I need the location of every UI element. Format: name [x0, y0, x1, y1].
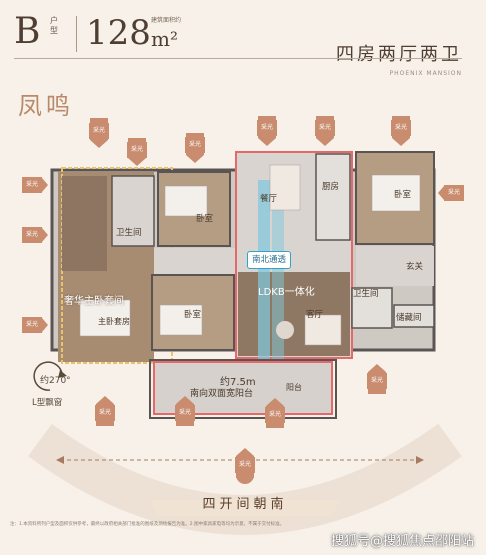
kitchen-floor [315, 153, 351, 241]
room-label-living: 客厅 [306, 310, 324, 320]
area-number: 128 [86, 13, 151, 53]
balcony-wall [149, 359, 337, 419]
direction-label: 采光 [22, 227, 42, 243]
brand-english: PHOENIX MANSION [389, 70, 462, 77]
room-label-right-bedroom: 卧室 [394, 190, 412, 200]
walk-in-closet [62, 176, 107, 271]
header-divider [76, 16, 77, 52]
sofa [304, 314, 342, 346]
room-label-kitchen: 厨房 [322, 182, 340, 192]
balcony-length: 约7.5m [220, 377, 256, 388]
entrance-floor [356, 246, 434, 286]
rotation-arrowhead [58, 370, 67, 378]
coffee-table [276, 321, 294, 339]
footnote: 注：1.本资料所列户型及面积仅供参考，最终以政府相关部门批准的图纸及测绘报告为准… [10, 522, 285, 527]
direction-label: 采光 [175, 405, 195, 421]
right-bath [351, 287, 393, 329]
ldkb-label: LDKB一体化 [258, 287, 315, 298]
watermark: 搜狐号@搜狐焦点邵阳站 [330, 534, 474, 549]
unit-letter: B [14, 11, 41, 52]
room-label-mid-bedroom: 卧室 [184, 310, 202, 320]
balcony-description: 南向双面宽阳台 [190, 389, 254, 399]
direction-label: 采光 [315, 120, 335, 136]
area-unit: m² [151, 27, 178, 51]
storage-room [393, 304, 435, 328]
room-label-top-bedroom: 卧室 [196, 214, 214, 224]
balcony-label: 阳台 [286, 383, 302, 392]
header-rule [14, 58, 462, 59]
corridor [154, 248, 236, 274]
direction-label: 采光 [22, 317, 42, 333]
bottom-banner: 四开间朝南 [145, 494, 345, 516]
direction-label: 采光 [257, 120, 277, 136]
room-label-entrance: 玄关 [406, 262, 424, 272]
room-label-left-bath: 卫生间 [116, 228, 142, 238]
north-south-pill: 南北通透 [247, 251, 291, 269]
rotation-description: L型飘窗 [32, 398, 63, 408]
area-note: 建筑面积约 [151, 17, 182, 24]
direction-label: 采光 [235, 457, 255, 473]
bottom-banner-text: 四开间朝南 [202, 497, 288, 512]
direction-label: 采光 [127, 142, 147, 158]
master-suite-title: 奢华主卧套间 [64, 296, 124, 307]
direction-label: 采光 [22, 177, 42, 193]
bed-top [164, 185, 208, 217]
direction-label: 采光 [95, 405, 115, 421]
room-label-dining: 餐厅 [260, 194, 278, 204]
bed-master [79, 299, 131, 337]
header: B 户型 128 建筑面积约 m² 四房两厅两卫 PHOENIX MANSION [14, 12, 474, 82]
left-bath [111, 175, 155, 247]
direction-label: 采光 [391, 120, 411, 136]
bed-mid [159, 304, 203, 336]
rotation-value: 约270° [40, 376, 71, 386]
blue-band [258, 180, 270, 370]
room-label-right-bath: 卫生间 [353, 289, 379, 299]
project-name: 凤鸣 [18, 92, 74, 120]
direction-label: 采光 [185, 137, 205, 153]
direction-label: 采光 [444, 185, 464, 201]
dining-table [269, 164, 301, 211]
arc-arrow-left [56, 456, 64, 464]
bed-right [371, 174, 421, 212]
unit-subtitle: 户型 [50, 16, 58, 35]
direction-label: 采光 [89, 123, 109, 139]
master-suite-label: 主卧套房 [98, 317, 130, 326]
layout-type: 四房两厅两卫 [336, 44, 462, 65]
direction-label: 采光 [367, 373, 387, 389]
arc-arrow-right [416, 456, 424, 464]
banner-shape [150, 500, 340, 516]
rotation-arrow [33, 361, 63, 391]
room-label-storage: 储藏间 [396, 313, 422, 323]
direction-label: 采光 [265, 407, 285, 423]
